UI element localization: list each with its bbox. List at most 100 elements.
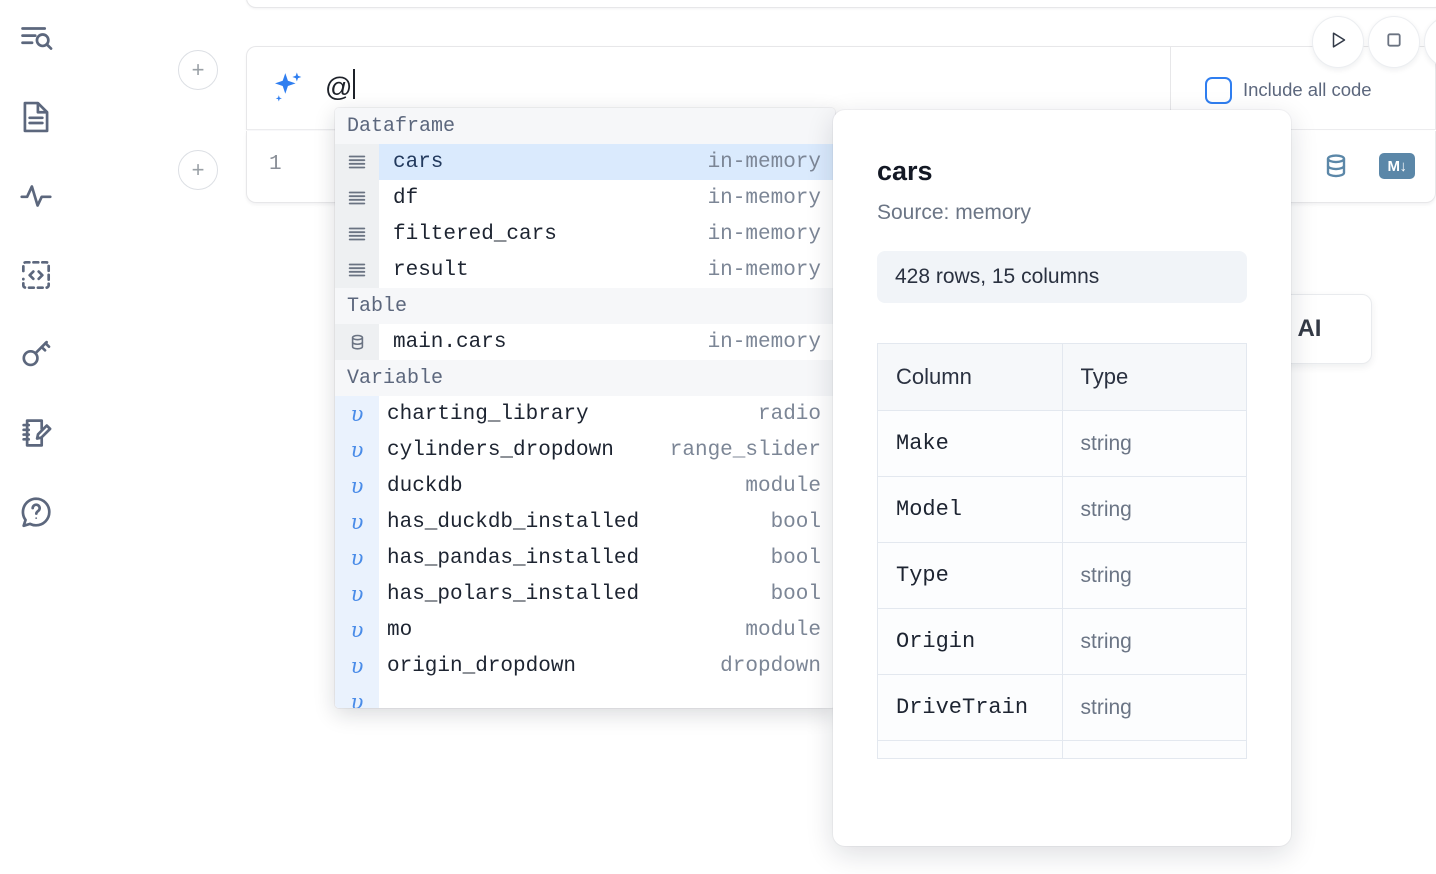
variable-icon: υ: [335, 504, 379, 540]
variable-icon: υ: [335, 396, 379, 432]
autocomplete-dropdown[interactable]: Dataframecarsin-memorydfin-memoryfiltere…: [335, 108, 835, 708]
column-header-type: Type: [1062, 344, 1247, 411]
table-header-row: Column Type: [878, 344, 1247, 411]
autocomplete-item-name: mo: [379, 619, 745, 642]
sidebar-item-snippets[interactable]: [16, 255, 56, 295]
autocomplete-item[interactable]: υmomodule: [335, 612, 835, 648]
sidebar-item-activity[interactable]: [16, 176, 56, 216]
autocomplete-item[interactable]: resultin-memory: [335, 252, 835, 288]
code-icon: [17, 256, 55, 294]
column-name-cell: DriveTrain: [878, 675, 1063, 741]
add-cell-above-button[interactable]: +: [178, 50, 218, 90]
dataframe-icon: [335, 180, 379, 216]
sidebar-item-secrets[interactable]: [16, 334, 56, 374]
cell-icon-group: M↓: [1321, 151, 1415, 181]
autocomplete-item-name: filtered_cars: [379, 223, 708, 246]
autocomplete-item-type: bool: [771, 547, 835, 570]
document-icon: [17, 98, 55, 136]
activity-icon: [17, 177, 55, 215]
columns-table: Column Type MakestringModelstringTypestr…: [877, 343, 1247, 759]
table-row: DriveTrainstring: [878, 675, 1247, 741]
table-db-icon: [335, 324, 379, 360]
autocomplete-item[interactable]: main.carsin-memory: [335, 324, 835, 360]
autocomplete-item-type: in-memory: [708, 223, 835, 246]
autocomplete-item[interactable]: υhas_duckdb_installedbool: [335, 504, 835, 540]
column-name-cell: Origin: [878, 609, 1063, 675]
sidebar-item-explore[interactable]: [16, 18, 56, 58]
stop-square-icon: [1382, 28, 1406, 57]
autocomplete-item[interactable]: dfin-memory: [335, 180, 835, 216]
variable-icon: υ: [335, 540, 379, 576]
play-icon: [1326, 28, 1350, 57]
key-icon: [17, 335, 55, 373]
ai-prompt-value: @: [325, 69, 352, 105]
autocomplete-item-type: in-memory: [708, 151, 835, 174]
variable-icon: υ: [335, 684, 379, 708]
sidebar-item-help[interactable]: [16, 492, 56, 532]
autocomplete-item[interactable]: υcylinders_dropdownrange_slider: [335, 432, 835, 468]
help-icon: [17, 493, 55, 531]
autocomplete-item-type: module: [745, 619, 835, 642]
autocomplete-item[interactable]: υcharting_libraryradio: [335, 396, 835, 432]
column-name-cell: Model: [878, 477, 1063, 543]
detail-source: Source: memory: [877, 201, 1247, 225]
autocomplete-item-name: duckdb: [379, 475, 745, 498]
variable-icon: υ: [335, 612, 379, 648]
include-all-code-row[interactable]: Include all code: [1205, 77, 1372, 104]
cell-above-partial: [246, 0, 1436, 8]
autocomplete-item-name: has_pandas_installed: [379, 547, 771, 570]
add-cell-below-button[interactable]: +: [178, 150, 218, 190]
autocomplete-item-type: in-memory: [708, 259, 835, 282]
autocomplete-item-name: cars: [379, 151, 708, 174]
autocomplete-item[interactable]: υduckdbmodule: [335, 468, 835, 504]
include-all-code-label: Include all code: [1243, 79, 1372, 101]
autocomplete-item[interactable]: υhas_pandas_installedbool: [335, 540, 835, 576]
autocomplete-item-type: radio: [758, 403, 835, 426]
autocomplete-item[interactable]: carsin-memory: [335, 144, 835, 180]
text-caret: [353, 69, 355, 99]
run-button[interactable]: [1312, 16, 1364, 68]
database-icon[interactable]: [1321, 151, 1351, 181]
markdown-icon[interactable]: M↓: [1379, 153, 1415, 179]
ai-prompt-input[interactable]: @: [325, 69, 1170, 109]
column-type-cell: string: [1062, 543, 1247, 609]
table-row: Modelstring: [878, 477, 1247, 543]
dataframe-detail-panel: cars Source: memory 428 rows, 15 columns…: [833, 110, 1291, 846]
autocomplete-item[interactable]: filtered_carsin-memory: [335, 216, 835, 252]
autocomplete-item-type: range_slider: [670, 439, 835, 462]
table-row: Typestring: [878, 543, 1247, 609]
column-type-cell: string: [1062, 675, 1247, 741]
autocomplete-group-header: Dataframe: [335, 108, 835, 144]
include-all-code-checkbox[interactable]: [1205, 77, 1232, 104]
dataframe-icon: [335, 216, 379, 252]
sidebar-item-scratchpad[interactable]: [16, 413, 56, 453]
autocomplete-group-header: Table: [335, 288, 835, 324]
autocomplete-item-type: module: [745, 475, 835, 498]
autocomplete-item-name: origin_dropdown: [379, 655, 720, 678]
sparkle-icon: [269, 69, 307, 107]
autocomplete-item-type: in-memory: [708, 331, 835, 354]
autocomplete-group-header: Variable: [335, 360, 835, 396]
column-type-cell: string: [1062, 609, 1247, 675]
table-row: Makestring: [878, 411, 1247, 477]
autocomplete-item-name: df: [379, 187, 708, 210]
sidebar-item-notebook[interactable]: [16, 97, 56, 137]
autocomplete-item-name: main.cars: [379, 331, 708, 354]
variable-icon: υ: [335, 576, 379, 612]
autocomplete-item[interactable]: υorigin_dropdowndropdown: [335, 648, 835, 684]
plus-icon: +: [192, 59, 205, 81]
column-type-cell: string: [1062, 411, 1247, 477]
autocomplete-item-name: has_polars_installed: [379, 583, 771, 606]
autocomplete-item-type: dropdown: [720, 655, 835, 678]
stop-button[interactable]: [1368, 16, 1420, 68]
dataframe-icon: [335, 144, 379, 180]
column-type-cell: string: [1062, 477, 1247, 543]
autocomplete-item-name: result: [379, 259, 708, 282]
autocomplete-item-type: in-memory: [708, 187, 835, 210]
autocomplete-item-clipped[interactable]: υ: [335, 684, 835, 708]
variable-icon: υ: [335, 648, 379, 684]
line-number: 1: [269, 153, 282, 176]
plus-icon: +: [192, 159, 205, 181]
autocomplete-item[interactable]: υhas_polars_installedbool: [335, 576, 835, 612]
